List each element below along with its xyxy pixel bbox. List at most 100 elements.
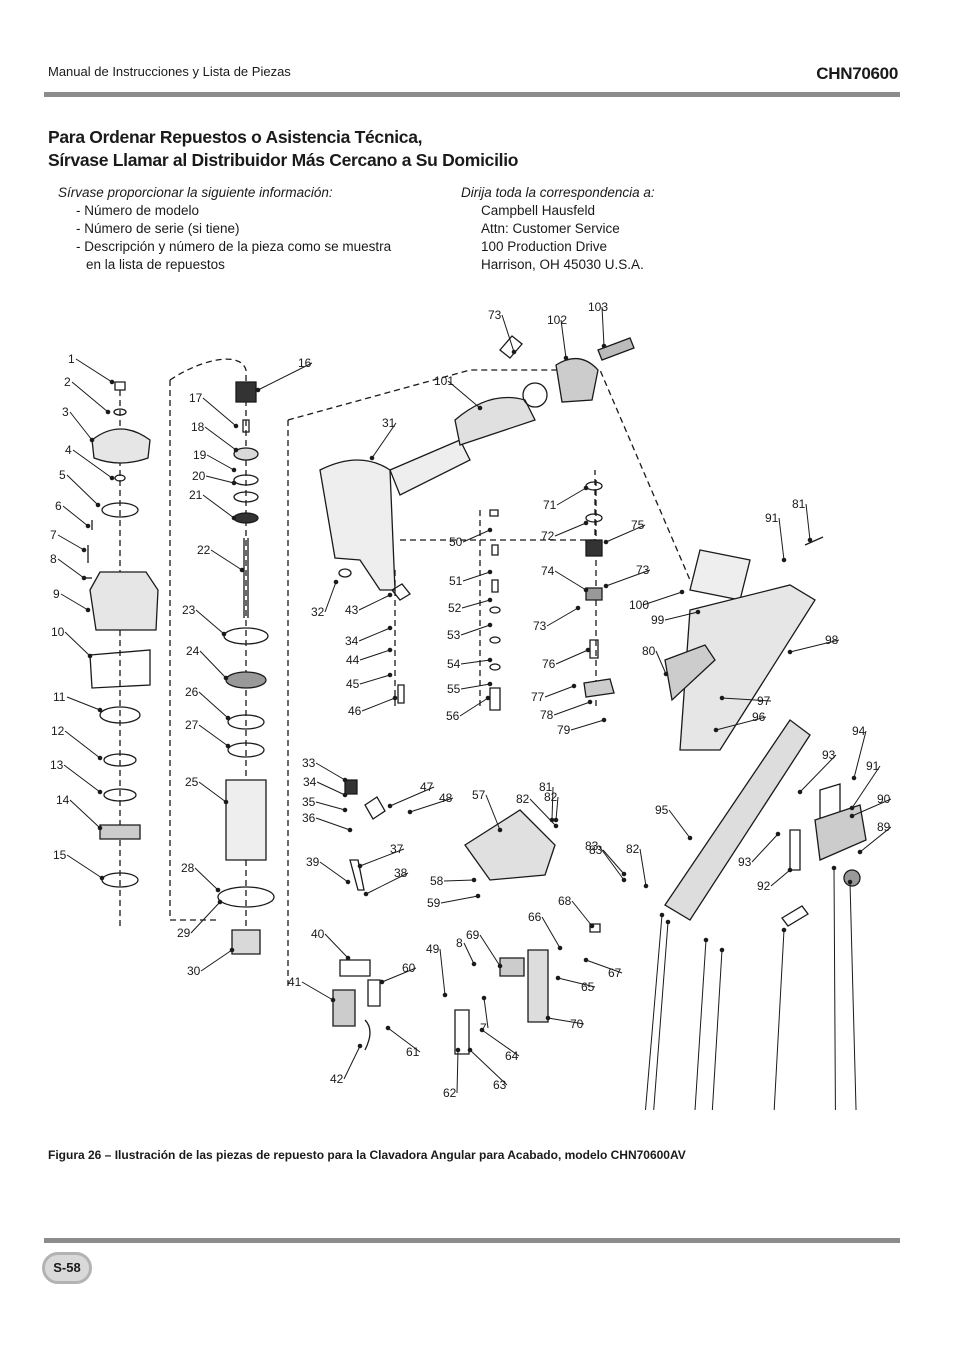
leader-line	[711, 949, 723, 1110]
leader-line	[64, 631, 91, 657]
part-callout-78: 78	[540, 708, 554, 722]
leader-arrowhead	[849, 805, 855, 811]
leader-line	[715, 716, 767, 731]
leader-arrowhead	[621, 877, 627, 883]
leader-line	[69, 411, 93, 441]
part-callout-25: 25	[185, 775, 199, 789]
part-callout-56: 56	[446, 709, 460, 723]
leader-arrowhead	[99, 875, 105, 881]
leader-arrowhead	[455, 1047, 461, 1053]
leader-line	[463, 942, 475, 965]
leader-arrowhead	[233, 423, 239, 429]
leader-arrowhead	[387, 647, 393, 653]
leader-arrowhead	[471, 961, 477, 967]
part-callout-6: 6	[55, 499, 62, 513]
exploded-parts-diagram: 1234567891011121314151617181920212223242…	[50, 300, 892, 1110]
part-callout-9: 9	[53, 587, 60, 601]
leader-arrowhead	[345, 955, 351, 961]
part-callout-62: 62	[443, 1086, 457, 1100]
part-callout-7: 7	[50, 528, 57, 542]
part-callout-18: 18	[191, 420, 205, 434]
leader-line	[642, 591, 683, 606]
part-callout-26: 26	[185, 685, 199, 699]
leader-line	[361, 697, 396, 712]
leader-arrowhead	[363, 891, 369, 897]
part-callout-10: 10	[51, 625, 65, 639]
leader-line	[461, 599, 491, 609]
leader-line	[602, 849, 625, 875]
leader-arrowhead	[847, 879, 853, 885]
leader-arrowhead	[831, 865, 837, 871]
leader-line	[315, 801, 346, 811]
leader-arrowhead	[583, 957, 589, 963]
leader-arrowhead	[97, 825, 103, 831]
leader-arrowhead	[97, 707, 103, 713]
part-callout-1: 1	[68, 352, 75, 366]
leader-arrowhead	[231, 480, 237, 486]
leader-arrowhead	[97, 755, 103, 761]
leader-arrowhead	[229, 947, 235, 953]
leader-line	[359, 649, 391, 661]
leader-line	[773, 929, 785, 1110]
leader-arrowhead	[807, 537, 813, 543]
header-rule	[44, 92, 900, 97]
part-callout-30: 30	[187, 964, 201, 978]
part-callout-8: 8	[50, 552, 57, 566]
leader-arrowhead	[392, 695, 398, 701]
part-callout-44: 44	[346, 653, 360, 667]
page-title: Para Ordenar Repuestos o Asistencia Técn…	[48, 126, 518, 172]
leader-arrowhead	[781, 927, 787, 933]
leader-line	[66, 854, 103, 879]
part-callout-80: 80	[642, 644, 656, 658]
address-line: Harrison, OH 45030 U.S.A.	[481, 257, 644, 272]
leader-line	[75, 358, 113, 383]
leader-arrowhead	[357, 1043, 363, 1049]
leader-line	[751, 833, 779, 863]
info-required-block: Sírvase proporcionar la siguiente inform…	[58, 184, 391, 274]
leader-line	[770, 869, 791, 887]
leader-line	[409, 797, 454, 813]
leader-line	[72, 449, 113, 479]
leader-arrowhead	[223, 675, 229, 681]
part-callout-81: 81	[539, 780, 553, 794]
header-model-number: CHN70600	[816, 64, 898, 83]
leader-line	[57, 534, 85, 551]
leader-line	[721, 697, 772, 702]
leader-line	[343, 1045, 361, 1080]
leader-arrowhead	[545, 1015, 551, 1021]
correspondence-block: Dirija toda la correspondencia a: Campbe…	[461, 184, 655, 274]
leader-line	[63, 764, 101, 793]
part-callout-103: 103	[588, 300, 608, 314]
leader-arrowhead	[81, 575, 87, 581]
part-callout-13: 13	[50, 758, 64, 772]
leader-arrowhead	[851, 775, 857, 781]
part-callout-91: 91	[866, 759, 880, 773]
leader-arrowhead	[255, 387, 261, 393]
leader-arrowhead	[85, 523, 91, 529]
leader-arrowhead	[487, 597, 493, 603]
leader-arrowhead	[563, 355, 569, 361]
part-callout-89: 89	[877, 820, 891, 834]
part-callout-65: 65	[581, 980, 595, 994]
leader-arrowhead	[487, 681, 493, 687]
leader-arrowhead	[475, 893, 481, 899]
leader-line	[204, 426, 237, 451]
part-callout-53: 53	[447, 628, 461, 642]
part-callout-38: 38	[394, 866, 408, 880]
leader-line	[195, 609, 225, 635]
leader-arrowhead	[553, 823, 559, 829]
leader-arrowhead	[719, 695, 725, 701]
leader-line	[551, 786, 554, 821]
leader-line	[324, 933, 349, 959]
part-callout-61: 61	[406, 1045, 420, 1059]
leader-line	[501, 314, 515, 353]
part-callout-12: 12	[51, 724, 65, 738]
leader-arrowhead	[385, 1025, 391, 1031]
leader-arrowhead	[497, 827, 503, 833]
part-callout-36: 36	[302, 811, 316, 825]
part-callout-63: 63	[493, 1078, 507, 1092]
leader-line	[459, 697, 489, 717]
leader-arrowhead	[585, 647, 591, 653]
leader-arrowhead	[781, 557, 787, 563]
leader-arrowhead	[497, 963, 503, 969]
